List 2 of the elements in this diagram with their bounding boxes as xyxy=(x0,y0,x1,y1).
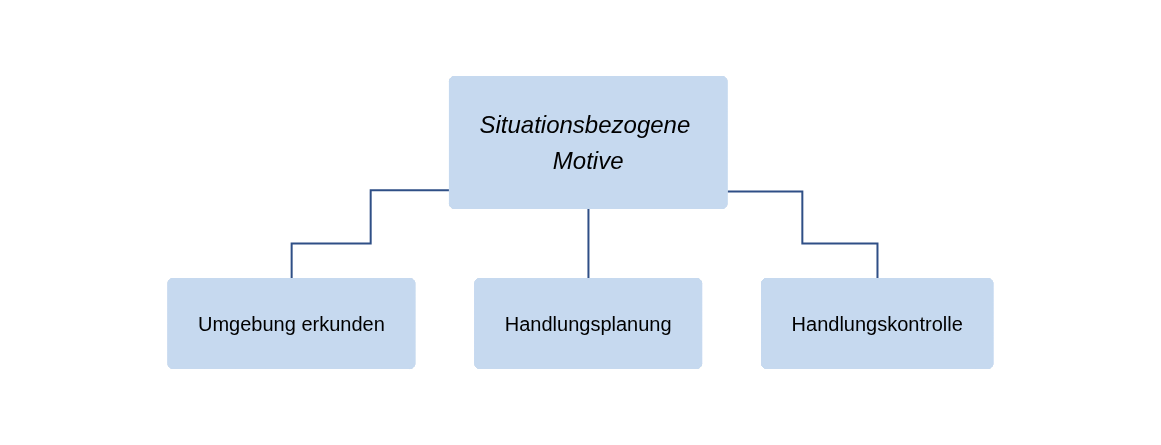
connector xyxy=(587,208,590,280)
connector xyxy=(726,190,879,280)
